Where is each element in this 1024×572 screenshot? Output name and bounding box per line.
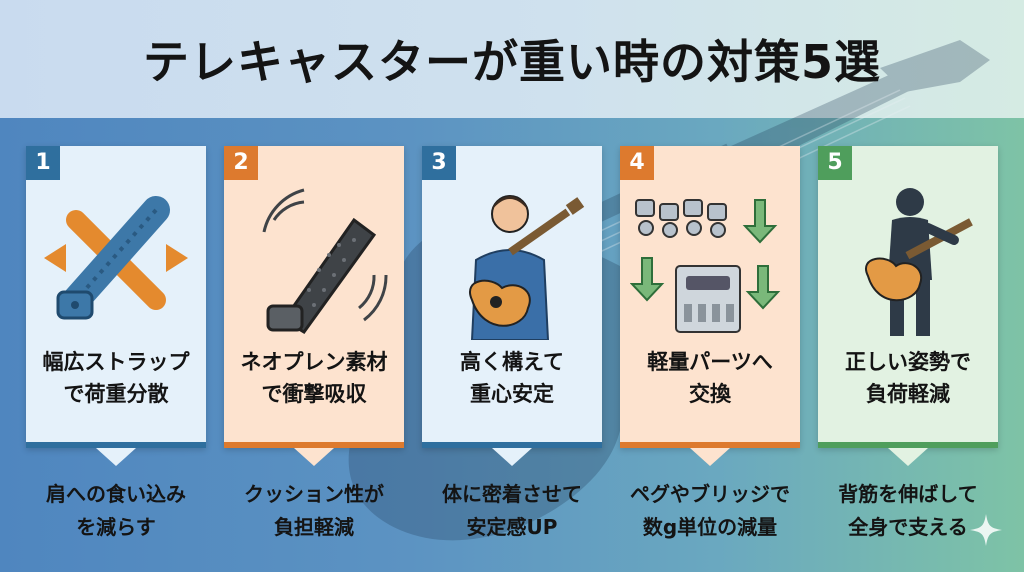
card-posture: 5 正しい姿勢で 負荷軽減 <box>818 146 998 466</box>
player-holding-guitar-icon <box>469 195 585 340</box>
card-description: 背筋を伸ばして 全身で支える <box>838 482 978 539</box>
card-wide-strap: 1 幅広ストラップ で荷重分散 <box>26 146 206 466</box>
step-number-badge: 5 <box>818 146 852 180</box>
step-number-badge: 4 <box>620 146 654 180</box>
step-number-badge: 1 <box>26 146 60 180</box>
tuning-pegs-bridge-icon <box>630 199 781 333</box>
card-title: 正しい姿勢で 負荷軽減 <box>845 350 971 406</box>
card-hold-high: 3 高く構えて 重心安定 <box>422 146 602 466</box>
header-band <box>0 0 1024 118</box>
wide-strap-icon <box>44 196 188 320</box>
page-title: テレキャスターが重い時の対策5選 <box>142 35 881 89</box>
card-description: 肩への食い込み を減らす <box>46 482 186 539</box>
card-light-parts: 4 軽量パーツへ 交換 <box>620 146 800 466</box>
card-title: 軽量パーツへ 交換 <box>647 350 773 406</box>
sparkle-icon <box>970 514 1002 546</box>
card-neoprene: 2 ネオプレン素材 で衝撃吸収 <box>224 146 404 466</box>
step-number-badge: 3 <box>422 146 456 180</box>
step-number-badge: 2 <box>224 146 258 180</box>
neoprene-strap-icon <box>262 188 388 334</box>
card-title: 高く構えて 重心安定 <box>460 350 564 406</box>
card-description: クッション性が 負担軽減 <box>244 482 384 539</box>
card-description: 体に密着させて 安定感UP <box>442 482 582 539</box>
card-title: ネオプレン素材 で衝撃吸収 <box>240 350 388 406</box>
standing-player-icon <box>865 188 973 336</box>
card-title: 幅広ストラップ で荷重分散 <box>42 350 190 406</box>
card-description: ペグやブリッジで 数g単位の減量 <box>630 482 790 539</box>
